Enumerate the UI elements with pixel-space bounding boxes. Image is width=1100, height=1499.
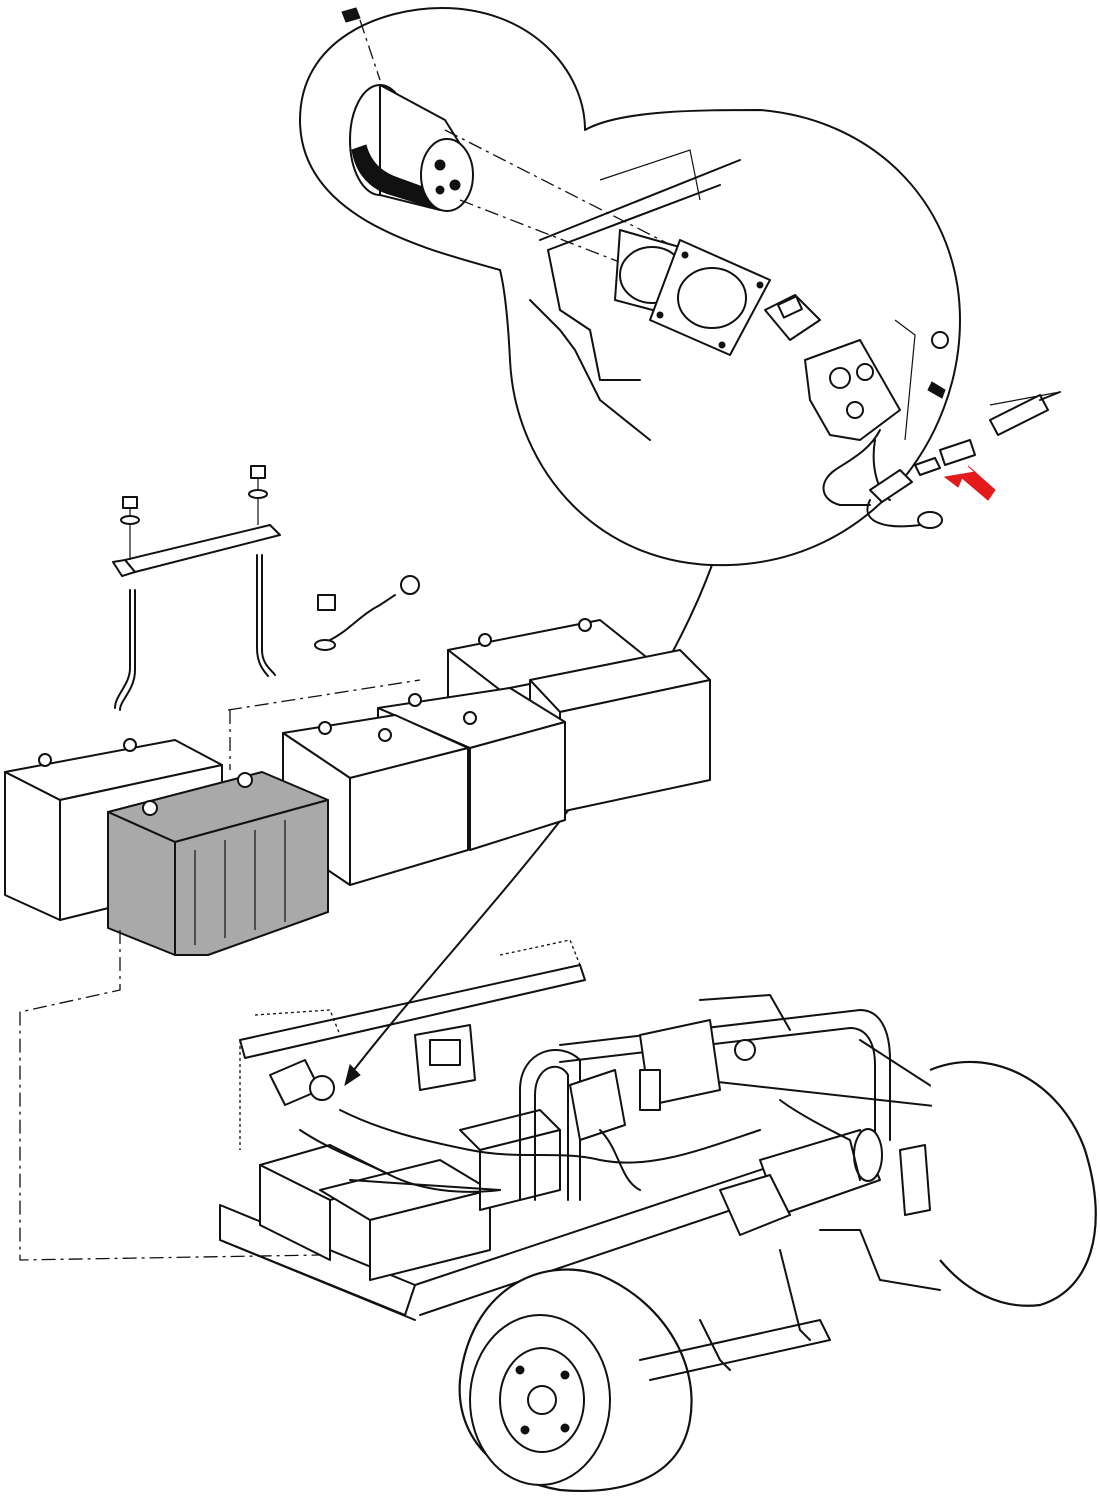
receptacle-body-icon xyxy=(804,319,1061,529)
fuse-link-icon xyxy=(764,294,949,399)
golf-cart-chassis-icon xyxy=(219,939,1097,1492)
callout-arrow-icon xyxy=(943,465,996,501)
hold-down-hardware xyxy=(112,465,420,711)
charger-receptacle-icon xyxy=(341,7,701,271)
mounting-gasket-icon xyxy=(614,229,771,356)
battery-leader-lines xyxy=(19,679,421,1261)
body-panel-outline xyxy=(529,149,741,441)
battery-icon-highlighted xyxy=(107,771,329,956)
battery-bank xyxy=(4,618,711,956)
leader-line xyxy=(344,564,713,1087)
